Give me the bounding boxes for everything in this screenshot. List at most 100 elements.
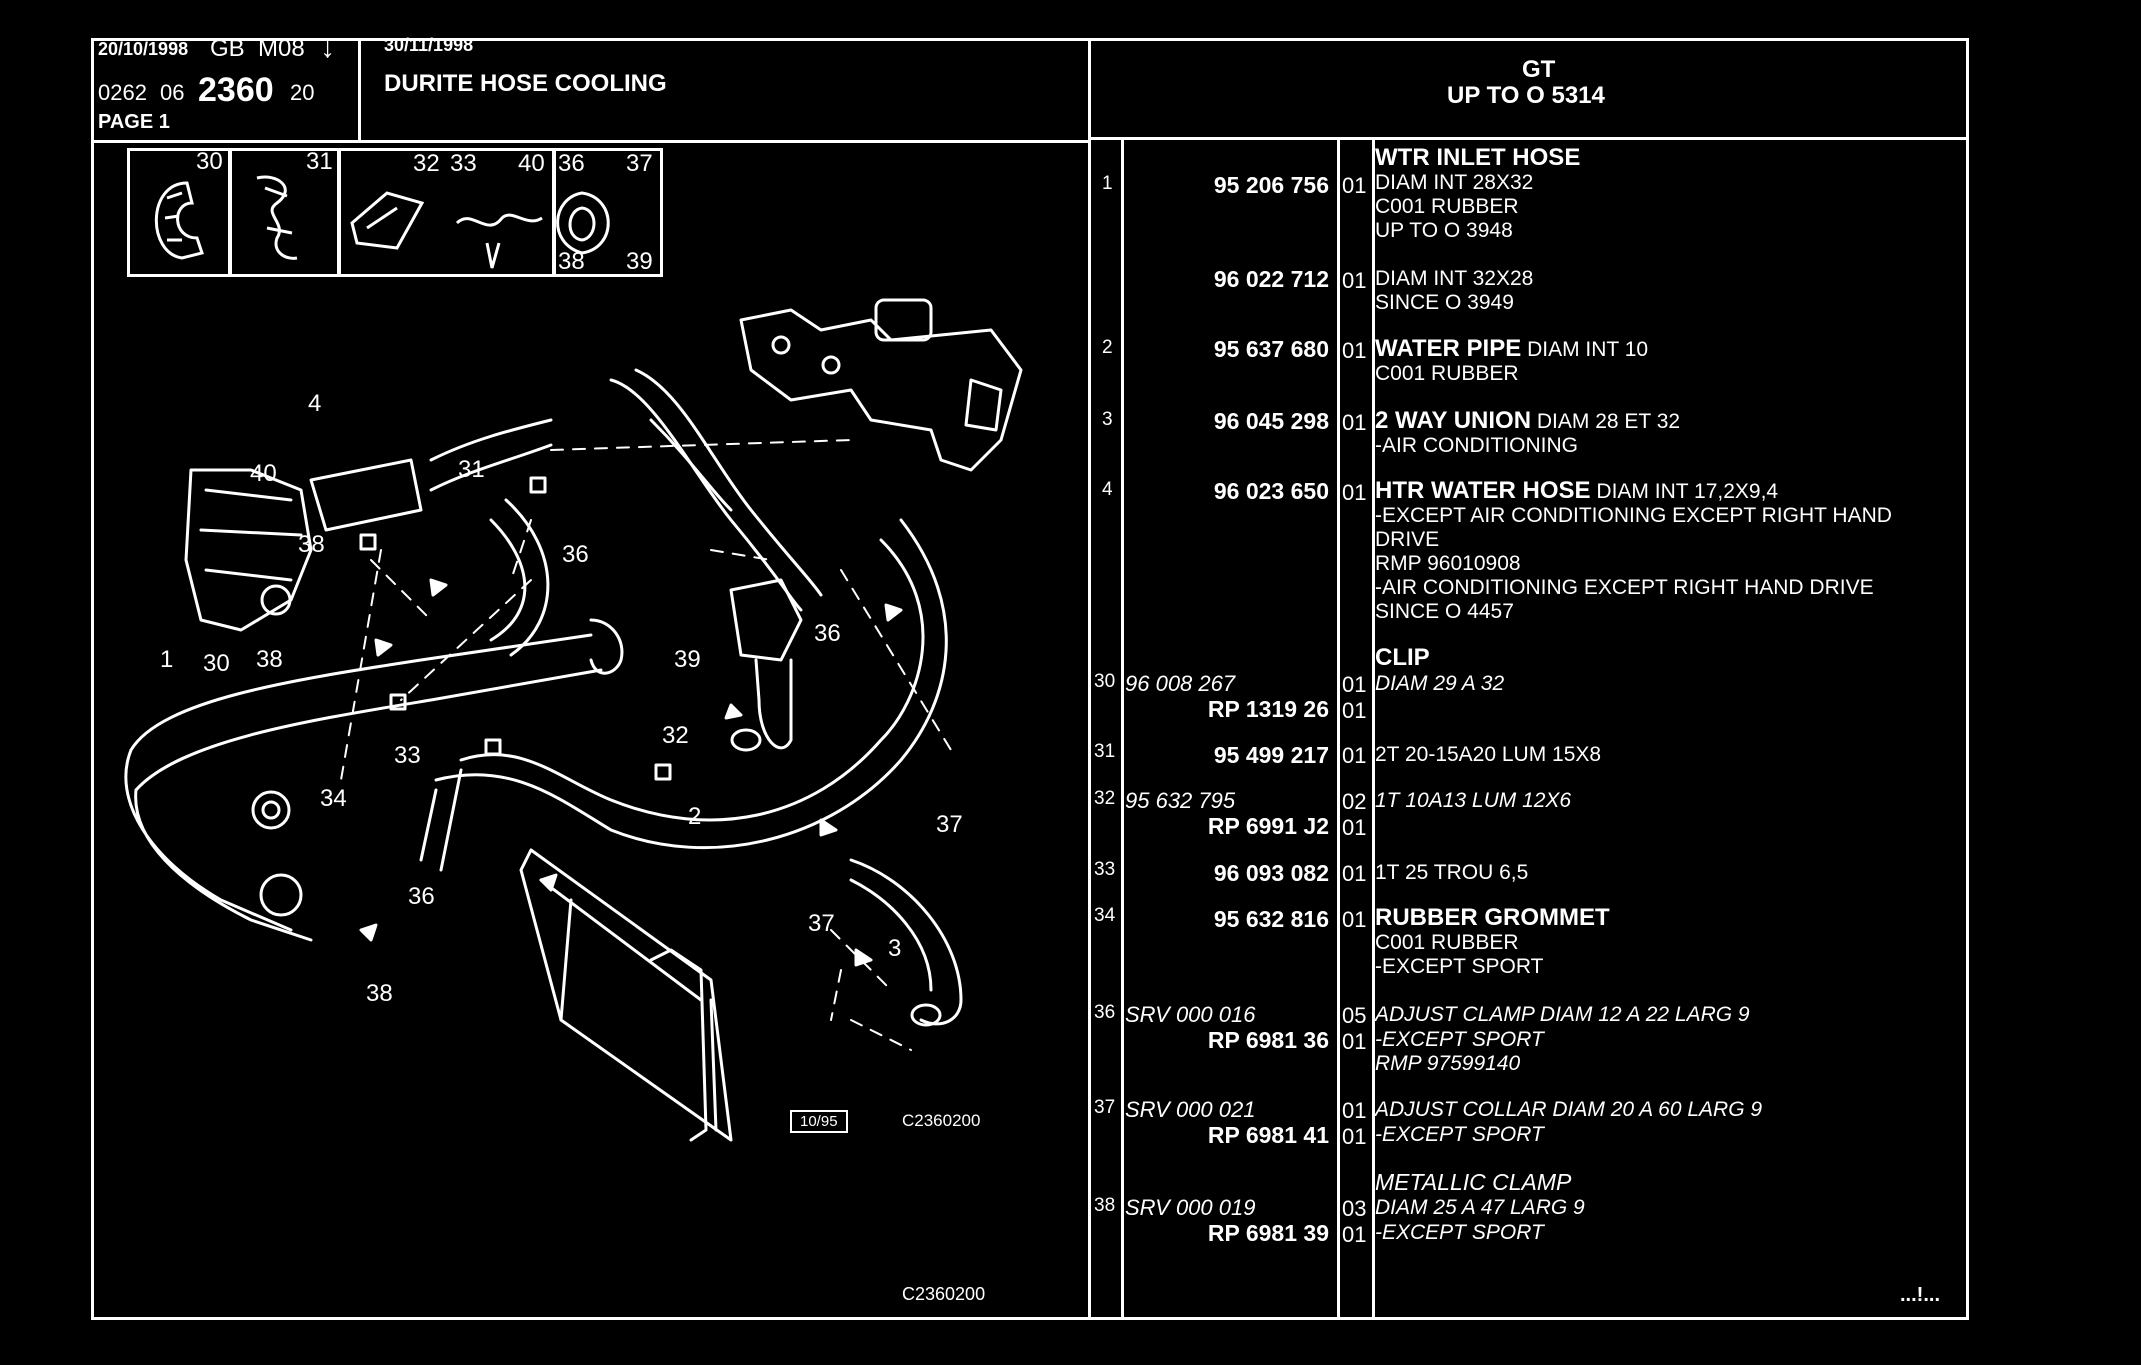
desc-row-30: DIAM 29 A 32 — [1375, 672, 1505, 695]
desc-metallic-clamp: METALLIC CLAMP — [1375, 1169, 1572, 1195]
pn-row-34: 95 632 816 — [1213, 906, 1329, 932]
desc-row-2: WATER PIPE DIAM INT 10 C001 RUBBER — [1375, 337, 1648, 386]
header-version: GT — [1522, 56, 1556, 83]
callout-30: 30 — [203, 650, 230, 677]
title-row-3: 2 WAY UNION — [1375, 407, 1532, 434]
callout-38-b: 38 — [256, 646, 283, 673]
pn-row-32: 95 632 795 — [1125, 788, 1236, 813]
thumb-label-36: 36 — [558, 150, 585, 177]
header-rule-left — [91, 140, 1088, 143]
ref-3: 3 — [1102, 409, 1113, 430]
desc-row-1: WTR INLET HOSE DIAM INT 28X32 C001 RUBBE… — [1375, 146, 1580, 243]
qty-row-30b: 01 — [1342, 698, 1367, 723]
title-rest-row-2: DIAM INT 10 — [1521, 338, 1649, 361]
ref-37: 37 — [1094, 1097, 1116, 1118]
radiator — [519, 848, 733, 1142]
desc-row-38b: -EXCEPT SPORT — [1375, 1221, 1544, 1244]
line: C001 RUBBER — [1375, 362, 1519, 385]
clip-30-icon — [154, 181, 204, 260]
pn-row-36b: RP 6981 36 — [1207, 1027, 1329, 1053]
desc-row-37b: -EXCEPT SPORT — [1375, 1123, 1544, 1146]
diagram-ref: C2360200 — [902, 1111, 981, 1130]
qty-row-3: 01 — [1342, 410, 1367, 435]
desc-row-36b: -EXCEPT SPORT RMP 97599140 — [1375, 1028, 1544, 1076]
desc-row-33: 1T 25 TROU 6,5 — [1375, 861, 1529, 884]
title-rest-row-3: DIAM 28 ET 32 — [1531, 410, 1681, 433]
header-date2: 30/11/1998 — [384, 35, 474, 55]
title-clip: CLIP — [1375, 644, 1430, 671]
desc-row-37: ADJUST COLLAR DIAM 20 A 60 LARG 9 — [1375, 1098, 1763, 1121]
header-code-a: 0262 — [98, 80, 147, 105]
qty-row-34: 01 — [1342, 907, 1367, 932]
ref-4: 4 — [1102, 479, 1113, 500]
callout-36-a: 36 — [562, 541, 589, 568]
pn-row-4: 96 023 650 — [1213, 478, 1329, 504]
page-frame — [91, 38, 1969, 1320]
thumb-label-31: 31 — [306, 148, 333, 175]
callout-39: 39 — [674, 646, 701, 673]
qty-row-37b: 01 — [1342, 1124, 1367, 1149]
desc-row-3: 2 WAY UNION DIAM 28 ET 32 -AIR CONDITION… — [1375, 409, 1680, 458]
ref-34: 34 — [1094, 905, 1116, 926]
desc-row-34: RUBBER GROMMET C001 RUBBER -EXCEPT SPORT — [1375, 906, 1610, 979]
pn-row-38: SRV 000 019 — [1125, 1195, 1256, 1220]
clip-33-icon — [455, 213, 543, 269]
hose-3 — [849, 858, 963, 1026]
thumb-label-40: 40 — [518, 150, 545, 177]
pn-row-1: 95 206 756 — [1213, 172, 1329, 198]
callout-40: 40 — [250, 460, 277, 487]
title-row-2: WATER PIPE — [1375, 335, 1522, 362]
callout-3: 3 — [888, 935, 902, 962]
header-lang: GB — [210, 35, 245, 62]
qty-row-36b: 01 — [1342, 1029, 1367, 1054]
title-row-1: WTR INLET HOSE — [1375, 144, 1581, 171]
qty-row-31: 01 — [1342, 743, 1367, 768]
thumb-label-33: 33 — [450, 150, 477, 177]
desc-row-36: ADJUST CLAMP DIAM 12 A 22 LARG 9 — [1375, 1003, 1750, 1026]
qty-row-1: 01 — [1342, 173, 1367, 198]
header-date1: 20/10/1998 — [98, 39, 189, 59]
callout-38-c: 38 — [366, 980, 393, 1007]
pn-row-33: 96 093 082 — [1213, 860, 1329, 886]
callout-32: 32 — [662, 722, 689, 749]
qty-row-1b: 01 — [1342, 268, 1367, 293]
header-code-c: 20 — [290, 80, 315, 105]
line: DRIVE — [1375, 528, 1440, 551]
title-rest-row-4: DIAM INT 17,2X9,4 — [1590, 480, 1779, 503]
thumb-label-32: 32 — [413, 150, 440, 177]
thumb-label-30: 30 — [196, 148, 223, 175]
clamp-36-icon — [556, 191, 610, 255]
line: -AIR CONDITIONING — [1375, 434, 1578, 457]
callout-38-a: 38 — [298, 531, 325, 558]
ref-2: 2 — [1102, 337, 1113, 358]
callout-34: 34 — [320, 785, 347, 812]
col-rule-2 — [1337, 137, 1340, 1320]
pn-row-3: 96 045 298 — [1213, 408, 1329, 434]
line: DIAM INT 28X32 — [1375, 171, 1534, 194]
desc-row-38: DIAM 25 A 47 LARG 9 — [1375, 1196, 1585, 1219]
qty-row-4: 01 — [1342, 480, 1367, 505]
qty-row-38b: 01 — [1342, 1222, 1367, 1247]
exploded-diagram — [124, 298, 1023, 1142]
qty-row-33: 01 — [1342, 861, 1367, 886]
ref-31: 31 — [1094, 741, 1116, 762]
qty-row-36: 05 — [1342, 1003, 1367, 1028]
desc-row-32: 1T 10A13 LUM 12X6 — [1375, 789, 1572, 812]
pn-row-32b: RP 6991 J2 — [1207, 813, 1329, 839]
hose-2 — [434, 518, 948, 850]
title-row-34: RUBBER GROMMET — [1375, 904, 1610, 931]
pn-row-38b: RP 6981 39 — [1207, 1220, 1329, 1246]
desc-row-1b: DIAM INT 32X28 SINCE O 3949 — [1375, 267, 1533, 315]
thumb-box-36-39 — [553, 148, 663, 277]
line: RMP 96010908 — [1375, 552, 1521, 575]
line: -EXCEPT SPORT — [1375, 1028, 1544, 1051]
divider-header — [358, 38, 361, 142]
callout-4: 4 — [308, 390, 322, 417]
divider-main — [1088, 38, 1091, 1320]
pn-row-30: 96 008 267 — [1125, 671, 1236, 696]
clip-31-icon — [256, 175, 298, 260]
header-rule-right — [1088, 137, 1969, 140]
pn-row-30b: RP 1319 26 — [1207, 696, 1329, 722]
line: RMP 97599140 — [1375, 1052, 1521, 1075]
thumb-label-37: 37 — [626, 150, 653, 177]
